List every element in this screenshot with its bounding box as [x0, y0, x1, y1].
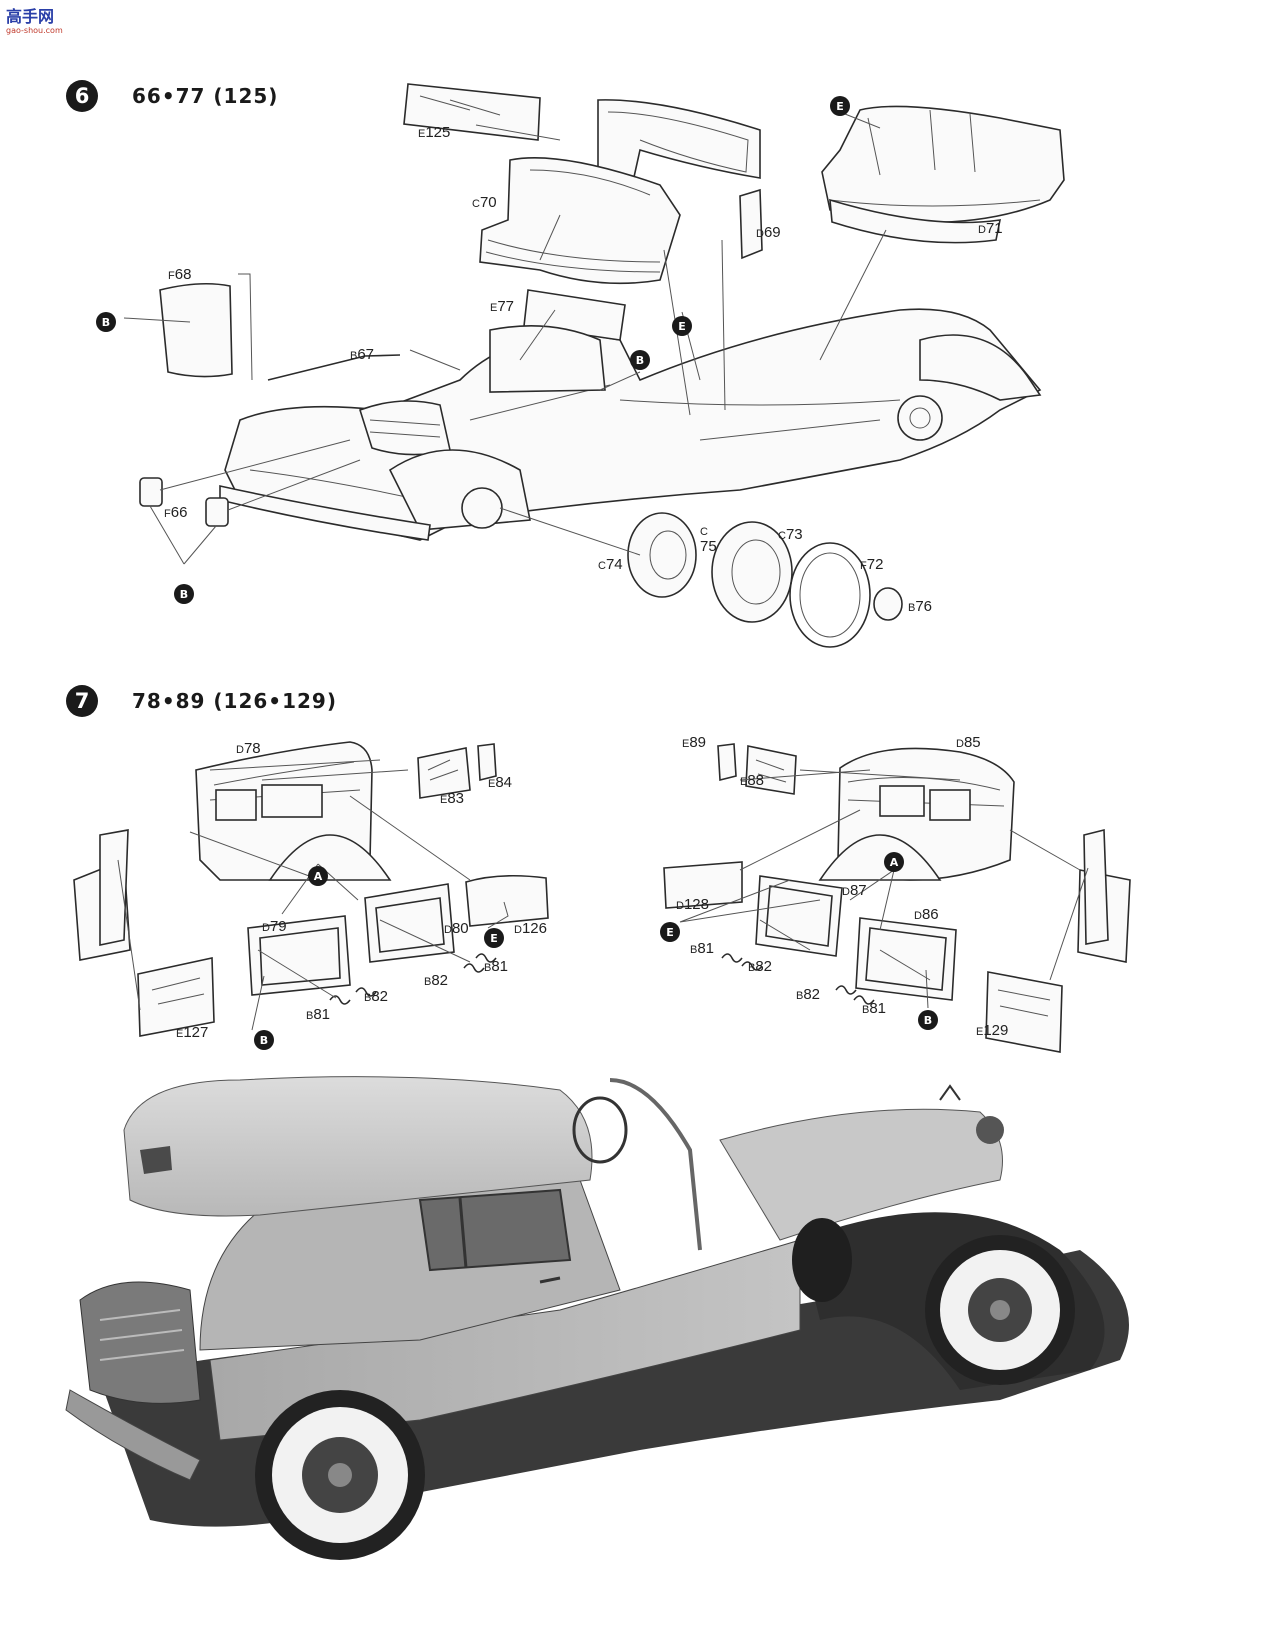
part-label-c70: C70	[472, 194, 497, 211]
part-label-b82: B82	[748, 958, 773, 975]
part-label-d87: D87	[842, 882, 867, 899]
marker-b: B	[96, 312, 116, 332]
step-7-title: 78•89 (126•129)	[132, 689, 337, 713]
marker-a: A	[308, 866, 328, 886]
step-6-title: 66•77 (125)	[132, 84, 279, 108]
part-label-b81: B81	[306, 1006, 331, 1023]
part-label-b67: B67	[350, 346, 375, 363]
step-7-exploded-diagram	[73, 741, 1131, 1053]
part-label-c74: C74	[598, 556, 623, 573]
marker-b: B	[630, 350, 650, 370]
marker-e: E	[484, 928, 504, 948]
part-label-b82: B82	[364, 988, 389, 1005]
part-label-e77: E77	[490, 298, 515, 315]
part-label-b76: B76	[908, 598, 933, 615]
step-6-badge: 6	[66, 80, 98, 112]
marker-e: E	[672, 316, 692, 336]
marker-a: A	[884, 852, 904, 872]
part-label-d69: D69	[756, 224, 781, 241]
marker-b: B	[918, 1010, 938, 1030]
part-label-f66: F66	[164, 504, 188, 521]
step-6-exploded-diagram	[123, 83, 1065, 648]
part-label-d86: D86	[914, 906, 939, 923]
part-label-c: C	[700, 526, 708, 538]
part-label-d80: D80	[444, 920, 469, 937]
part-label-d78: D78	[236, 740, 261, 757]
part-label-b81: B81	[484, 958, 509, 975]
part-label-b82: B82	[796, 986, 821, 1003]
logo-text: 高手网	[6, 7, 55, 26]
part-label-f72: F72	[860, 556, 884, 573]
part-label-b82: B82	[424, 972, 449, 989]
marker-e: E	[660, 922, 680, 942]
part-label-f68: F68	[168, 266, 192, 283]
part-label-d71: D71	[978, 220, 1003, 237]
marker-e: E	[830, 96, 850, 116]
part-label-b81: B81	[862, 1000, 887, 1017]
part-label-e89: E89	[682, 734, 707, 751]
part-label-e88: E88	[740, 772, 765, 789]
logo-url: gao-shou.com	[6, 26, 63, 35]
part-label-e84: E84	[488, 774, 513, 791]
part-label-e129: E129	[976, 1022, 1009, 1039]
part-label-d85: D85	[956, 734, 981, 751]
step-7-badge: 7	[66, 685, 98, 717]
part-label-d128: D128	[676, 896, 709, 913]
marker-b: B	[174, 584, 194, 604]
part-label-b81: B81	[690, 940, 715, 957]
part-label-e127: E127	[176, 1024, 209, 1041]
part-label-75: 75	[700, 538, 717, 555]
part-label-c73: C73	[778, 526, 803, 543]
part-label-e125: E125	[418, 124, 451, 141]
part-label-e83: E83	[440, 790, 465, 807]
part-label-d79: D79	[262, 918, 287, 935]
site-logo: 高手网 gao-shou.com	[6, 8, 70, 44]
marker-b: B	[254, 1030, 274, 1050]
part-label-d126: D126	[514, 920, 547, 937]
